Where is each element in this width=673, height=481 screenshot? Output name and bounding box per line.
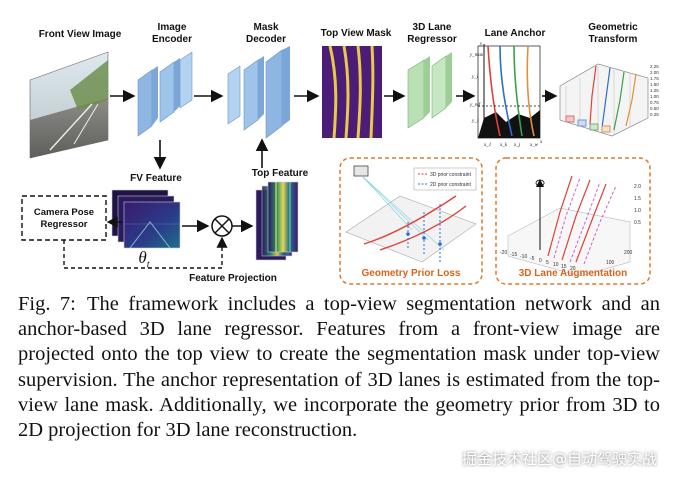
- projection-operator: [211, 215, 233, 237]
- camera-pose-regressor-label: Camera Pose Regressor: [33, 207, 95, 230]
- anchor-axis-label: y_ref: [469, 103, 481, 108]
- transform-tick: 0.50: [650, 106, 659, 111]
- transform-tick: 1.25: [650, 88, 659, 93]
- legend-2d-prior: 2D prior constraint: [430, 182, 471, 188]
- anchor-axis-label: y_i: [471, 75, 479, 80]
- anchor-axis-label: y_max: [469, 53, 484, 58]
- transform-tick-labels: 2.25 2.00 1.75 1.50 1.25 1.00 0.75 0.50 …: [650, 64, 659, 117]
- top-view-mask-label: Top View Mask: [320, 28, 392, 39]
- anchor-axis-label: x_j: [513, 143, 521, 148]
- transform-tick: 1.50: [650, 82, 659, 87]
- transform-tick: 0.75: [650, 100, 659, 105]
- anchor-axis-label: y_1: [471, 119, 479, 124]
- figure-caption: Fig. 7: The framework includes a top-vie…: [18, 292, 660, 443]
- transform-tick: 0.25: [650, 112, 659, 117]
- augmentation-x-tick: -20: [500, 250, 507, 256]
- lane-augmentation-label: 3D Lane Augmentation: [518, 268, 628, 279]
- transform-tick: 1.00: [650, 94, 659, 99]
- geometric-transform-plot: [559, 63, 649, 137]
- transform-tick: 2.25: [650, 64, 659, 69]
- theta-feedback-path: [63, 236, 228, 269]
- lane-regressor-label: 3D Lane Regressor: [407, 22, 457, 45]
- framework-diagram: 2.25 2.00 1.75 1.50 1.25 1.00 0.75 0.50 …: [21, 22, 659, 285]
- anchor-axis-label: y: [479, 42, 483, 47]
- top-view-mask-image: [322, 45, 382, 139]
- theta-label: θt: [134, 248, 154, 270]
- legend-3d-prior: 3D prior constraint: [430, 172, 471, 178]
- transform-tick: 1.75: [650, 76, 659, 81]
- front-view-image: [29, 51, 109, 159]
- image-encoder-label: Image Encoder: [151, 22, 192, 45]
- lane-anchor-plot: [477, 44, 541, 139]
- mask-decoder-blocks: [227, 46, 290, 139]
- fv-feature-maps: [111, 189, 181, 249]
- image-encoder-blocks: [137, 51, 193, 137]
- anchor-axis-label: x_k: [499, 143, 508, 148]
- augmentation-y-tick: 200: [624, 250, 633, 256]
- watermark: 掘金技术社区@自动驾驶实战: [461, 450, 657, 468]
- lane-augmentation-panel: [495, 157, 651, 285]
- theta-subscript: t: [146, 259, 150, 271]
- augmentation-tick-labels: 2.0 1.5 1.0 0.5 -20 -15 -10 -5 0 5 10 15…: [500, 184, 641, 272]
- geometry-legend-text: 3D prior constraint 2D prior constraint: [430, 172, 471, 188]
- augmentation-x-tick: -15: [510, 252, 517, 258]
- lane-anchor-label: Lane Anchor: [484, 28, 546, 39]
- theta-symbol: θ: [138, 248, 147, 267]
- top-feature-label: Top Feature: [251, 168, 309, 179]
- anchor-axis-labels: y x y_max y_i y_ref y_1 x_1 x_k x_j x_w: [469, 42, 543, 148]
- augmentation-x-tick: 20: [570, 266, 576, 272]
- front-view-image-label: Front View Image: [38, 29, 122, 40]
- caption-text: The framework includes a top-view segmen…: [18, 293, 661, 442]
- mask-decoder-label: Mask Decoder: [245, 22, 286, 45]
- augmentation-x-tick: 10: [553, 262, 559, 268]
- anchor-axis-label: x_w: [529, 143, 539, 148]
- geometry-prior-loss-panel: [339, 157, 483, 285]
- augmentation-x-tick: 5: [546, 260, 549, 266]
- augmentation-x-tick: 0: [539, 258, 542, 264]
- augmentation-z-tick: 0.5: [634, 220, 641, 226]
- feature-projection-label: Feature Projection: [189, 273, 277, 284]
- anchor-axis-label: x: [539, 140, 543, 145]
- augmentation-x-tick: -5: [530, 256, 535, 262]
- augmentation-z-tick: 2.0: [634, 184, 641, 190]
- augmentation-x-tick: 15: [561, 264, 567, 270]
- augmentation-x-tick: -10: [520, 254, 527, 260]
- geometry-prior-loss-label: Geometry Prior Loss: [361, 268, 461, 279]
- augmentation-y-tick: 100: [606, 260, 615, 266]
- augmentation-z-tick: 1.5: [634, 196, 641, 202]
- top-feature-maps: [255, 181, 299, 261]
- caption-label: Fig. 7:: [18, 293, 76, 315]
- geometric-transform-label: Geometric Transform: [588, 22, 638, 45]
- augmentation-z-tick: 1.0: [634, 208, 641, 214]
- anchor-axis-label: x_1: [483, 143, 491, 148]
- lane-regressor-blocks: [407, 52, 452, 129]
- fv-feature-label: FV Feature: [130, 173, 182, 184]
- diagram-canvas: 2.25 2.00 1.75 1.50 1.25 1.00 0.75 0.50 …: [21, 42, 659, 285]
- transform-tick: 2.00: [650, 70, 659, 75]
